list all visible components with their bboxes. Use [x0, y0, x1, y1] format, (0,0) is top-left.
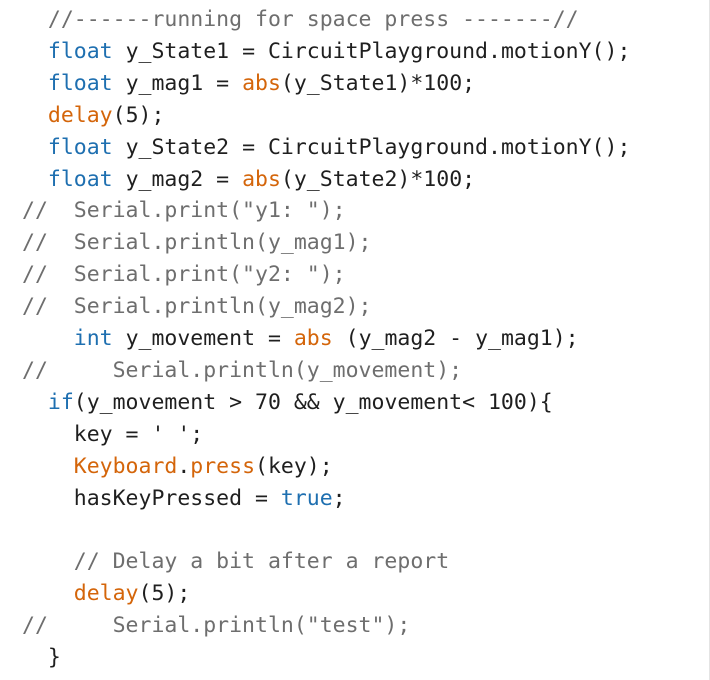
code-text: y_State1 = CircuitPlayground.motionY();: [112, 38, 631, 64]
code-comment: // Serial.println(y_movement);: [22, 357, 463, 383]
code-line: key = ' ';: [22, 419, 203, 451]
code-text: (y_mag2 - y_mag1);: [332, 326, 579, 351]
code-keyword: int: [73, 326, 113, 351]
code-text: ;: [332, 485, 346, 511]
code-text: y_State2 = CircuitPlayground.motionY();: [112, 134, 631, 160]
code-function: delay: [73, 581, 139, 607]
code-comment: // Serial.print("y2: ");: [22, 262, 346, 288]
code-line: }: [22, 642, 61, 674]
code-keyword: float: [47, 166, 113, 192]
code-line: // Serial.print("y1: ");: [22, 195, 346, 227]
code-function: Keyboard: [73, 453, 178, 479]
code-line: // Serial.println(y_movement);: [22, 355, 462, 387]
code-line: //------running for space press -------/…: [22, 4, 579, 36]
code-text: [22, 39, 48, 64]
code-text: [22, 135, 48, 160]
code-line: // Delay a bit after a report: [22, 546, 449, 578]
code-text: y_movement =: [112, 326, 294, 351]
code-line: if(y_movement > 70 && y_movement< 100){: [22, 387, 553, 419]
code-text: y_mag2 =: [112, 166, 243, 192]
code-keyword: float: [47, 134, 113, 160]
code-line: float y_State1 = CircuitPlayground.motio…: [22, 36, 631, 68]
code-line: Keyboard.press(key);: [22, 451, 333, 483]
code-comment: // Serial.println(y_mag2);: [22, 294, 372, 320]
code-keyword: if: [47, 389, 74, 415]
code-line: delay(5);: [22, 578, 191, 610]
code-text: [22, 454, 74, 479]
code-text: [22, 390, 48, 415]
code-comment: // Serial.println(y_mag1);: [22, 230, 372, 256]
code-line: delay(5);: [22, 100, 165, 132]
code-text: hasKeyPressed =: [22, 485, 281, 511]
code-text: (key);: [255, 453, 333, 479]
code-line: float y_State2 = CircuitPlayground.motio…: [22, 132, 631, 164]
code-text: (y_State1)*100;: [280, 70, 476, 96]
code-text: (5);: [112, 102, 165, 128]
code-line: hasKeyPressed = true;: [22, 483, 346, 515]
code-comment: // Serial.println("test");: [22, 613, 411, 639]
code-line: // Serial.print("y2: ");: [22, 259, 346, 291]
code-function: abs: [293, 326, 333, 351]
code-comment: // Serial.print("y1: ");: [22, 198, 346, 224]
code-text: }: [22, 645, 61, 670]
code-text: y_mag1 =: [112, 70, 243, 96]
code-keyword: true: [280, 485, 333, 511]
code-text: [22, 326, 74, 351]
code-text: [22, 167, 48, 192]
code-function: abs: [242, 166, 281, 192]
code-line: int y_movement = abs (y_mag2 - y_mag1);: [22, 323, 579, 355]
code-text: (5);: [138, 581, 191, 607]
code-comment: //------running for space press -------/…: [22, 7, 579, 32]
code-text: (y_movement > 70 && y_movement< 100){: [73, 389, 553, 415]
code-function: abs: [242, 70, 281, 96]
code-function: delay: [47, 102, 113, 128]
code-text: (y_State2)*100;: [280, 166, 476, 192]
code-keyword: float: [47, 38, 113, 64]
code-comment: // Delay a bit after a report: [22, 549, 450, 575]
code-line: // Serial.println(y_mag2);: [22, 291, 372, 323]
code-line: // Serial.println("test");: [22, 610, 410, 642]
code-text: [22, 581, 74, 606]
code-keyword: float: [47, 70, 113, 96]
code-line: // Serial.println(y_mag1);: [22, 227, 372, 259]
code-line: float y_mag2 = abs(y_State2)*100;: [22, 164, 475, 196]
code-text: [22, 103, 48, 128]
code-line: float y_mag1 = abs(y_State1)*100;: [22, 68, 475, 100]
code-function: press: [190, 453, 256, 479]
code-text: key = ' ';: [22, 421, 204, 447]
code-text: [22, 71, 48, 96]
code-text: .: [177, 453, 191, 479]
